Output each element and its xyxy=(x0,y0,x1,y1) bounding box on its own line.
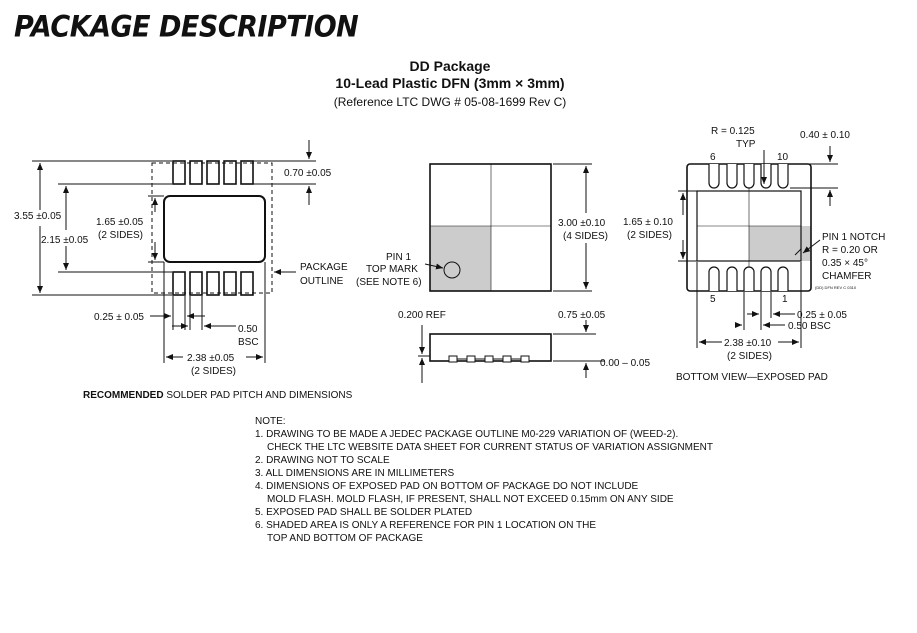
dim-1p65: 1.65 ±0.05 xyxy=(96,217,144,228)
dim-0p50-bsc-bottom: 0.50 BSC xyxy=(788,321,831,332)
exposed-pad-land xyxy=(163,195,266,263)
solder-pad-labels: 3.55 ±0.05 2.15 ±0.05 1.65 ±0.05 (2 SIDE… xyxy=(14,168,348,377)
dim-1p65-bottom-sides: (2 SIDES) xyxy=(627,230,672,241)
dim-2p15: 2.15 ±0.05 xyxy=(41,235,89,246)
pin-number-1: 1 xyxy=(782,294,788,305)
top-solder-pads xyxy=(172,160,254,185)
dim-0p25-bottom: 0.25 ± 0.05 xyxy=(797,310,847,321)
dim-3p55: 3.55 ±0.05 xyxy=(14,211,62,222)
pin1-notch-label: PIN 1 NOTCH xyxy=(822,232,885,243)
dim-0p50-bsc: BSC xyxy=(238,337,259,348)
drawing-code: (DD) DFN REV C 0310 xyxy=(815,285,857,290)
note-line: 4. DIMENSIONS OF EXPOSED PAD ON BOTTOM O… xyxy=(255,481,639,492)
package-outline-label: PACKAGE xyxy=(300,262,348,273)
dim-0p70: 0.70 ±0.05 xyxy=(284,168,332,179)
bottom-view-bottom-leads xyxy=(708,266,789,291)
dim-1p65-bottom: 1.65 ± 0.10 xyxy=(623,217,673,228)
notes-header: NOTE: xyxy=(255,416,286,427)
notes-block: NOTE: 1. DRAWING TO BE MADE A JEDEC PACK… xyxy=(255,415,713,545)
see-note-6-label: (SEE NOTE 6) xyxy=(356,277,422,288)
note-line: MOLD FLASH. MOLD FLASH, IF PRESENT, SHAL… xyxy=(267,494,674,505)
package-body-top xyxy=(429,163,552,292)
package-outline-label-2: OUTLINE xyxy=(300,276,344,287)
side-view-labels: 0.200 REF 0.75 ±0.05 0.00 – 0.05 xyxy=(398,310,650,369)
ref-0p200: 0.200 REF xyxy=(398,310,446,321)
notch-chamfer-label: CHAMFER xyxy=(822,271,871,282)
dim-0p75: 0.75 ±0.05 xyxy=(558,310,606,321)
bottom-solder-pads xyxy=(172,271,254,296)
dim-2p38-bottom: 2.38 ±0.10 xyxy=(724,338,772,349)
dim-2p38-bottom-sides: (2 SIDES) xyxy=(727,351,772,362)
radius-label: R = 0.125 xyxy=(711,126,755,137)
dim-0p40: 0.40 ± 0.10 xyxy=(800,130,850,141)
dim-3p00: 3.00 ±0.10 xyxy=(558,218,606,229)
notch-chamfer-size: 0.35 × 45° xyxy=(822,258,868,269)
dim-2p38-sides: (2 SIDES) xyxy=(191,366,236,377)
dim-3p00-sides: (4 SIDES) xyxy=(563,231,608,242)
pin-number-5: 5 xyxy=(710,294,716,305)
top-view xyxy=(424,163,592,292)
dim-0p00: 0.00 – 0.05 xyxy=(600,358,650,369)
bottom-view-caption: BOTTOM VIEW—EXPOSED PAD xyxy=(676,372,828,383)
bottom-pin1-shaded xyxy=(749,226,811,261)
package-subtitle: 10-Lead Plastic DFN (3mm × 3mm) xyxy=(335,75,565,91)
note-line: 3. ALL DIMENSIONS ARE IN MILLIMETERS xyxy=(255,468,455,479)
package-outline-dashed xyxy=(151,162,273,294)
bottom-view xyxy=(678,146,838,348)
solder-pad-view xyxy=(32,140,316,363)
note-line: CHECK THE LTC WEBSITE DATA SHEET FOR CUR… xyxy=(267,442,713,453)
note-line: TOP AND BOTTOM OF PACKAGE xyxy=(267,533,423,544)
notch-radius-label: R = 0.20 OR xyxy=(822,245,878,256)
recommended-rest: SOLDER PAD PITCH AND DIMENSIONS xyxy=(163,390,353,401)
note-line: 5. EXPOSED PAD SHALL BE SOLDER PLATED xyxy=(255,507,473,518)
pin1-shaded-area xyxy=(430,226,491,291)
bottom-view-top-leads xyxy=(708,164,789,189)
radius-typ-label: TYP xyxy=(736,139,756,150)
note-line: 1. DRAWING TO BE MADE A JEDEC PACKAGE OU… xyxy=(255,429,679,440)
note-line: 6. SHADED AREA IS ONLY A REFERENCE FOR P… xyxy=(255,520,597,531)
top-view-labels: PIN 1 TOP MARK (SEE NOTE 6) 3.00 ±0.10 (… xyxy=(356,218,608,288)
pin-number-6: 6 xyxy=(710,152,716,163)
drawing-reference: (Reference LTC DWG # 05-08-1699 Rev C) xyxy=(333,95,567,109)
pin1-top-mark xyxy=(443,261,461,279)
top-mark-label: TOP MARK xyxy=(366,264,418,275)
bottom-view-labels: R = 0.125 TYP 0.40 ± 0.10 6 10 5 1 1.65 … xyxy=(623,126,885,383)
recommended-bold: RECOMMENDED xyxy=(83,390,164,401)
pin1-label: PIN 1 xyxy=(386,252,411,263)
package-title: DD Package xyxy=(409,58,491,74)
note-line: 2. DRAWING NOT TO SCALE xyxy=(255,455,390,466)
dim-1p65-sides: (2 SIDES) xyxy=(98,230,143,241)
recommended-caption: RECOMMENDED SOLDER PAD PITCH AND DIMENSI… xyxy=(83,390,352,401)
dim-0p50: 0.50 xyxy=(238,324,258,335)
pin1-notch xyxy=(794,248,802,256)
dim-0p25: 0.25 ± 0.05 xyxy=(94,312,144,323)
page-heading: PACKAGE DESCRIPTION xyxy=(14,10,359,45)
side-view xyxy=(418,320,605,383)
pin-number-10: 10 xyxy=(777,152,789,163)
dim-2p38: 2.38 ±0.05 xyxy=(187,353,235,364)
